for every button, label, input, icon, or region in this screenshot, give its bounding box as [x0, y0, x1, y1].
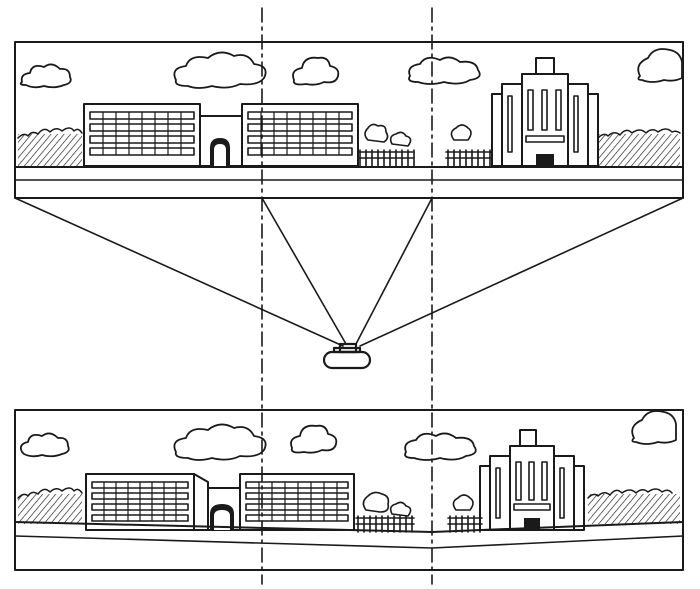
left-building-top	[83, 103, 201, 167]
hedge-left	[18, 494, 82, 524]
top-panorama-panel	[14, 41, 684, 199]
projection-ray	[14, 197, 344, 347]
cloud	[637, 48, 683, 83]
trees-fence-bottom-left	[355, 491, 415, 533]
cloud	[404, 432, 477, 461]
top-clouds	[19, 48, 683, 89]
bottom-panel-frame	[14, 409, 684, 571]
projection-ray	[355, 197, 433, 345]
trees-fence-bottom-right	[447, 494, 483, 533]
projection-rays	[14, 197, 684, 347]
left-building-bottom	[85, 473, 209, 531]
cloud	[173, 423, 267, 461]
panoramic-camera-icon	[322, 342, 372, 370]
right-building-top	[241, 103, 359, 167]
cloud	[19, 63, 72, 89]
tower-building-bottom	[479, 429, 585, 531]
top-panel-frame	[14, 41, 684, 199]
cloud	[408, 56, 481, 85]
projection-ray	[261, 197, 347, 345]
cloud	[292, 56, 340, 86]
bottom-panorama-panel	[14, 409, 684, 571]
hedge-right	[598, 134, 680, 166]
trees-fence-top-right	[445, 124, 493, 167]
bottom-road-line	[14, 535, 684, 549]
projection-ray	[359, 197, 684, 347]
cloud	[19, 432, 70, 458]
hedge-right	[588, 494, 680, 524]
tower-building-top	[491, 57, 599, 167]
vertical-guide-lines	[261, 7, 433, 585]
right-building-bottom	[239, 473, 355, 531]
gate-top	[199, 115, 243, 167]
cloud	[290, 424, 338, 454]
cloud	[173, 51, 267, 89]
hedge-left	[18, 134, 82, 166]
trees-fence-top-left	[357, 123, 415, 167]
bottom-clouds	[19, 410, 677, 461]
gate-bottom	[207, 487, 241, 531]
cloud	[631, 410, 677, 445]
